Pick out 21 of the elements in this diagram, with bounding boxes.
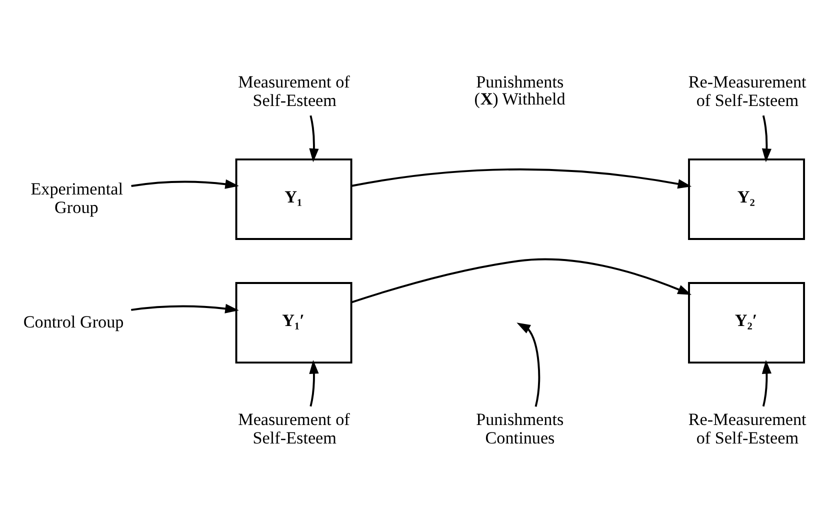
arrow [131,303,239,313]
node-box: Y₂′ [688,282,805,364]
node-text: Experimental Group [30,179,123,216]
node-text: Measurement of Self-Esteem [238,410,350,448]
label: Punishments (X) Withheld [474,72,566,108]
arrow [352,168,692,188]
node-text: Re-Measurement of Self-Esteem [688,410,806,448]
node-text: Re-Measurement of Self-Esteem [688,72,806,110]
arrow [131,178,239,188]
node-text: Control Group [23,312,124,331]
arrow [516,322,540,406]
arrow [351,258,692,303]
node-box: Y₂ [688,158,805,240]
arrow [309,360,319,406]
arrow [762,114,772,162]
node-text: Punishments Continues [476,410,564,448]
node-box: Y₁′ [235,282,352,364]
node-text: Measurement of Self-Esteem [238,72,350,110]
node-box: Y₁ [235,158,352,240]
arrow [309,114,319,162]
arrow [762,360,772,406]
